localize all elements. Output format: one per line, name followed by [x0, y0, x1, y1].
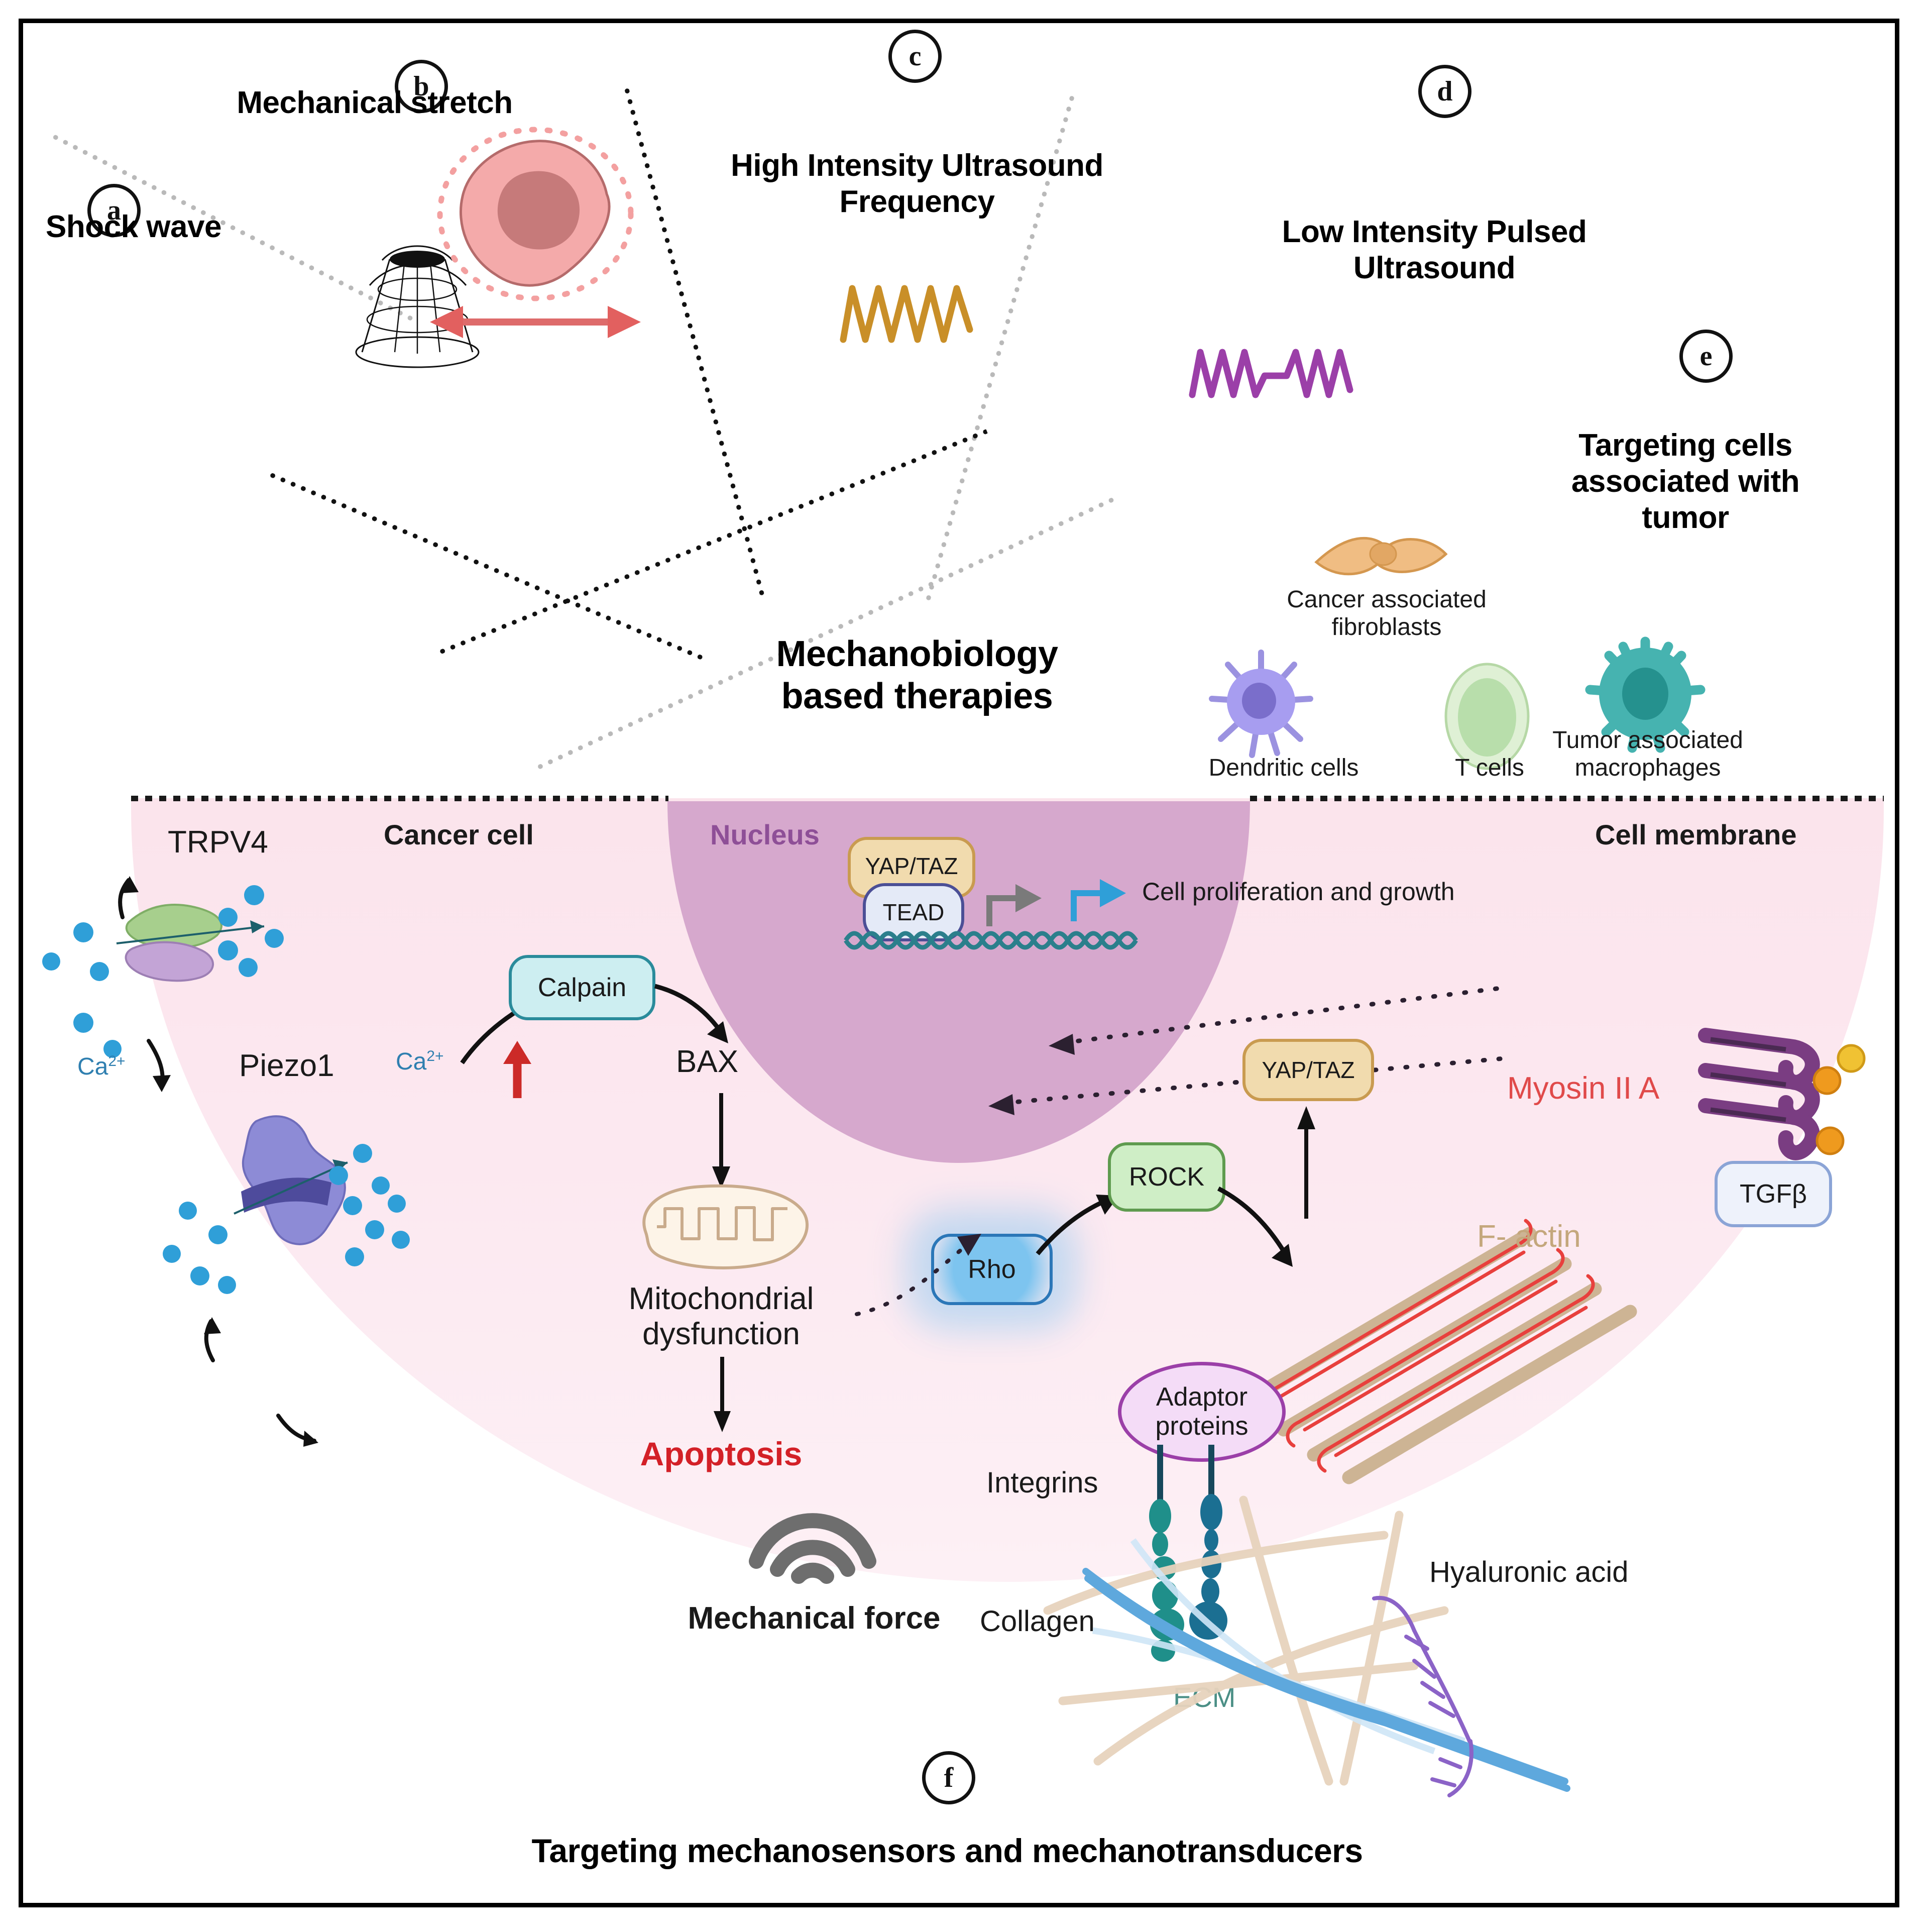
panel-label-f: Targeting mechanosensors and mechanotran… — [531, 1832, 1363, 1869]
tgfb-node[interactable]: TGFβ — [1715, 1161, 1832, 1227]
panel-label-a: Shock wave — [46, 209, 221, 244]
tead-node[interactable]: TEAD — [863, 883, 964, 941]
hub-title-line2: based therapies — [781, 676, 1053, 716]
panel-badge-d-letter: d — [1437, 76, 1453, 107]
rho-label: Rho — [968, 1254, 1016, 1284]
arrow-bax-to-mitochondria — [712, 1093, 730, 1189]
hyaluronic-acid-label: Hyaluronic acid — [1429, 1556, 1629, 1588]
panel-badge-e: e — [1679, 330, 1733, 383]
arrow-calpain-to-bax — [654, 984, 728, 1043]
calcium-outside-label: Ca2+ — [77, 1053, 126, 1080]
mechanical-force-icon — [749, 1513, 876, 1584]
cancer-associated-fibroblasts-label: Cancer associated fibroblasts — [1287, 586, 1487, 641]
connector-e — [436, 429, 988, 656]
trpv4-label: TRPV4 — [168, 825, 268, 860]
trpv4-channel-icon — [116, 904, 265, 982]
arrow-yap-taz-translocation — [1297, 1106, 1315, 1219]
yap-taz-cytoplasm-label: YAP/TAZ — [1262, 1056, 1355, 1083]
panel-label-b: Mechanical stretch — [237, 85, 513, 120]
dna-strand-icon — [844, 931, 1138, 950]
arrow-mito-to-apoptosis — [714, 1357, 731, 1432]
f-actin-label: F- actin — [1477, 1219, 1581, 1254]
t-cell-icon — [1444, 663, 1530, 770]
yap-taz-nuclear-import-arrows — [988, 985, 1512, 1115]
mechanical-force-label: Mechanical force — [688, 1601, 941, 1636]
rock-node[interactable]: ROCK — [1108, 1142, 1225, 1212]
dendritic-cell-icon — [1209, 650, 1313, 758]
calcium-inside-label: Ca2+ — [396, 1048, 444, 1075]
bax-label: BAX — [676, 1044, 739, 1079]
hub-title-line1: Mechanobiology — [776, 634, 1058, 674]
calcium-increase-arrow-icon — [503, 1041, 531, 1098]
transcription-output-label: Cell proliferation and growth — [1142, 878, 1455, 906]
tumor-associated-macrophages-label: Tumor associated macrophages — [1552, 727, 1743, 782]
adaptor-proteins-node[interactable]: Adaptor proteins — [1118, 1362, 1286, 1462]
transcription-arrow-blue-icon — [1071, 879, 1126, 921]
arrow-rock-to-actin — [1217, 1187, 1293, 1267]
membrane-dash-right — [1250, 796, 1884, 801]
pulsed-wave-icon — [1189, 349, 1353, 398]
yap-taz-nucleus-label: YAP/TAZ — [865, 852, 958, 879]
panel-badge-f-letter: f — [944, 1762, 954, 1793]
tgfb-label: TGFβ — [1740, 1179, 1807, 1209]
hub-title: Mechanobiology based therapies — [716, 633, 1118, 717]
figure-frame: a Shock wave b Mechanical stretch c High… — [19, 19, 1899, 1907]
rho-node[interactable]: Rho — [931, 1234, 1053, 1305]
panel-badge-e-letter: e — [1699, 341, 1713, 372]
panel-badge-c: c — [888, 30, 942, 83]
tead-label: TEAD — [882, 899, 945, 925]
tgfb-receptor-icon — [1698, 1028, 1866, 1160]
stretched-cell-icon — [430, 127, 641, 338]
transcription-arrow-gray-icon — [986, 884, 1042, 926]
panel-label-e: Targeting cells associated with tumor — [1571, 428, 1800, 535]
shockwave-transducer-icon — [355, 245, 480, 368]
panel-badge-c-letter: c — [909, 41, 922, 72]
panel-badge-f: f — [922, 1751, 975, 1804]
adaptor-line1: Adaptor — [1156, 1382, 1248, 1412]
panel-badge-b: b — [395, 60, 448, 113]
rock-label: ROCK — [1128, 1162, 1205, 1192]
panel-badge-b-letter: b — [413, 71, 429, 102]
apoptosis-label: Apoptosis — [640, 1435, 803, 1472]
t-cells-label: T cells — [1455, 755, 1524, 781]
calpain-node[interactable]: Calpain — [509, 955, 655, 1020]
membrane-dash-left — [131, 796, 668, 801]
panel-badge-a-letter: a — [107, 195, 121, 226]
tumor-associated-macrophage-icon — [1585, 636, 1706, 753]
collagen-label: Collagen — [980, 1605, 1095, 1638]
ecm-network-icon — [1043, 1495, 1570, 1797]
yap-taz-cytoplasm-node[interactable]: YAP/TAZ — [1242, 1039, 1374, 1101]
calpain-label: Calpain — [537, 973, 627, 1002]
piezo1-label: Piezo1 — [239, 1048, 334, 1083]
panel-badge-a: a — [87, 184, 141, 237]
cancer-associated-fibroblast-icon — [1314, 536, 1448, 576]
dendritic-cells-label: Dendritic cells — [1208, 755, 1359, 781]
panel-label-c: High Intensity Ultrasound Frequency — [731, 148, 1103, 219]
panel-label-d: Low Intensity Pulsed Ultrasound — [1282, 214, 1587, 285]
myosin-ii-a-label: Myosin II A — [1507, 1071, 1660, 1106]
arrow-mechanical-force-to-rho — [855, 1234, 981, 1316]
cell-membrane-label: Cell membrane — [1595, 819, 1797, 850]
calcium-ion-dots — [42, 876, 410, 1447]
mitochondrion-icon — [642, 1184, 809, 1269]
cancer-cell-label: Cancer cell — [384, 819, 534, 850]
nucleus-label: Nucleus — [710, 819, 820, 850]
high-frequency-wave-icon — [840, 285, 973, 343]
mito-line2: dysfunction — [642, 1317, 800, 1352]
adaptor-line2: proteins — [1155, 1411, 1249, 1441]
mitochondrial-dysfunction-label: Mitochondrial dysfunction — [586, 1281, 857, 1352]
panel-badge-d: d — [1418, 65, 1471, 118]
f-actin-myosin-bundle-icon — [1241, 1219, 1637, 1484]
mito-line1: Mitochondrial — [628, 1281, 814, 1316]
integrins-label: Integrins — [986, 1466, 1098, 1499]
